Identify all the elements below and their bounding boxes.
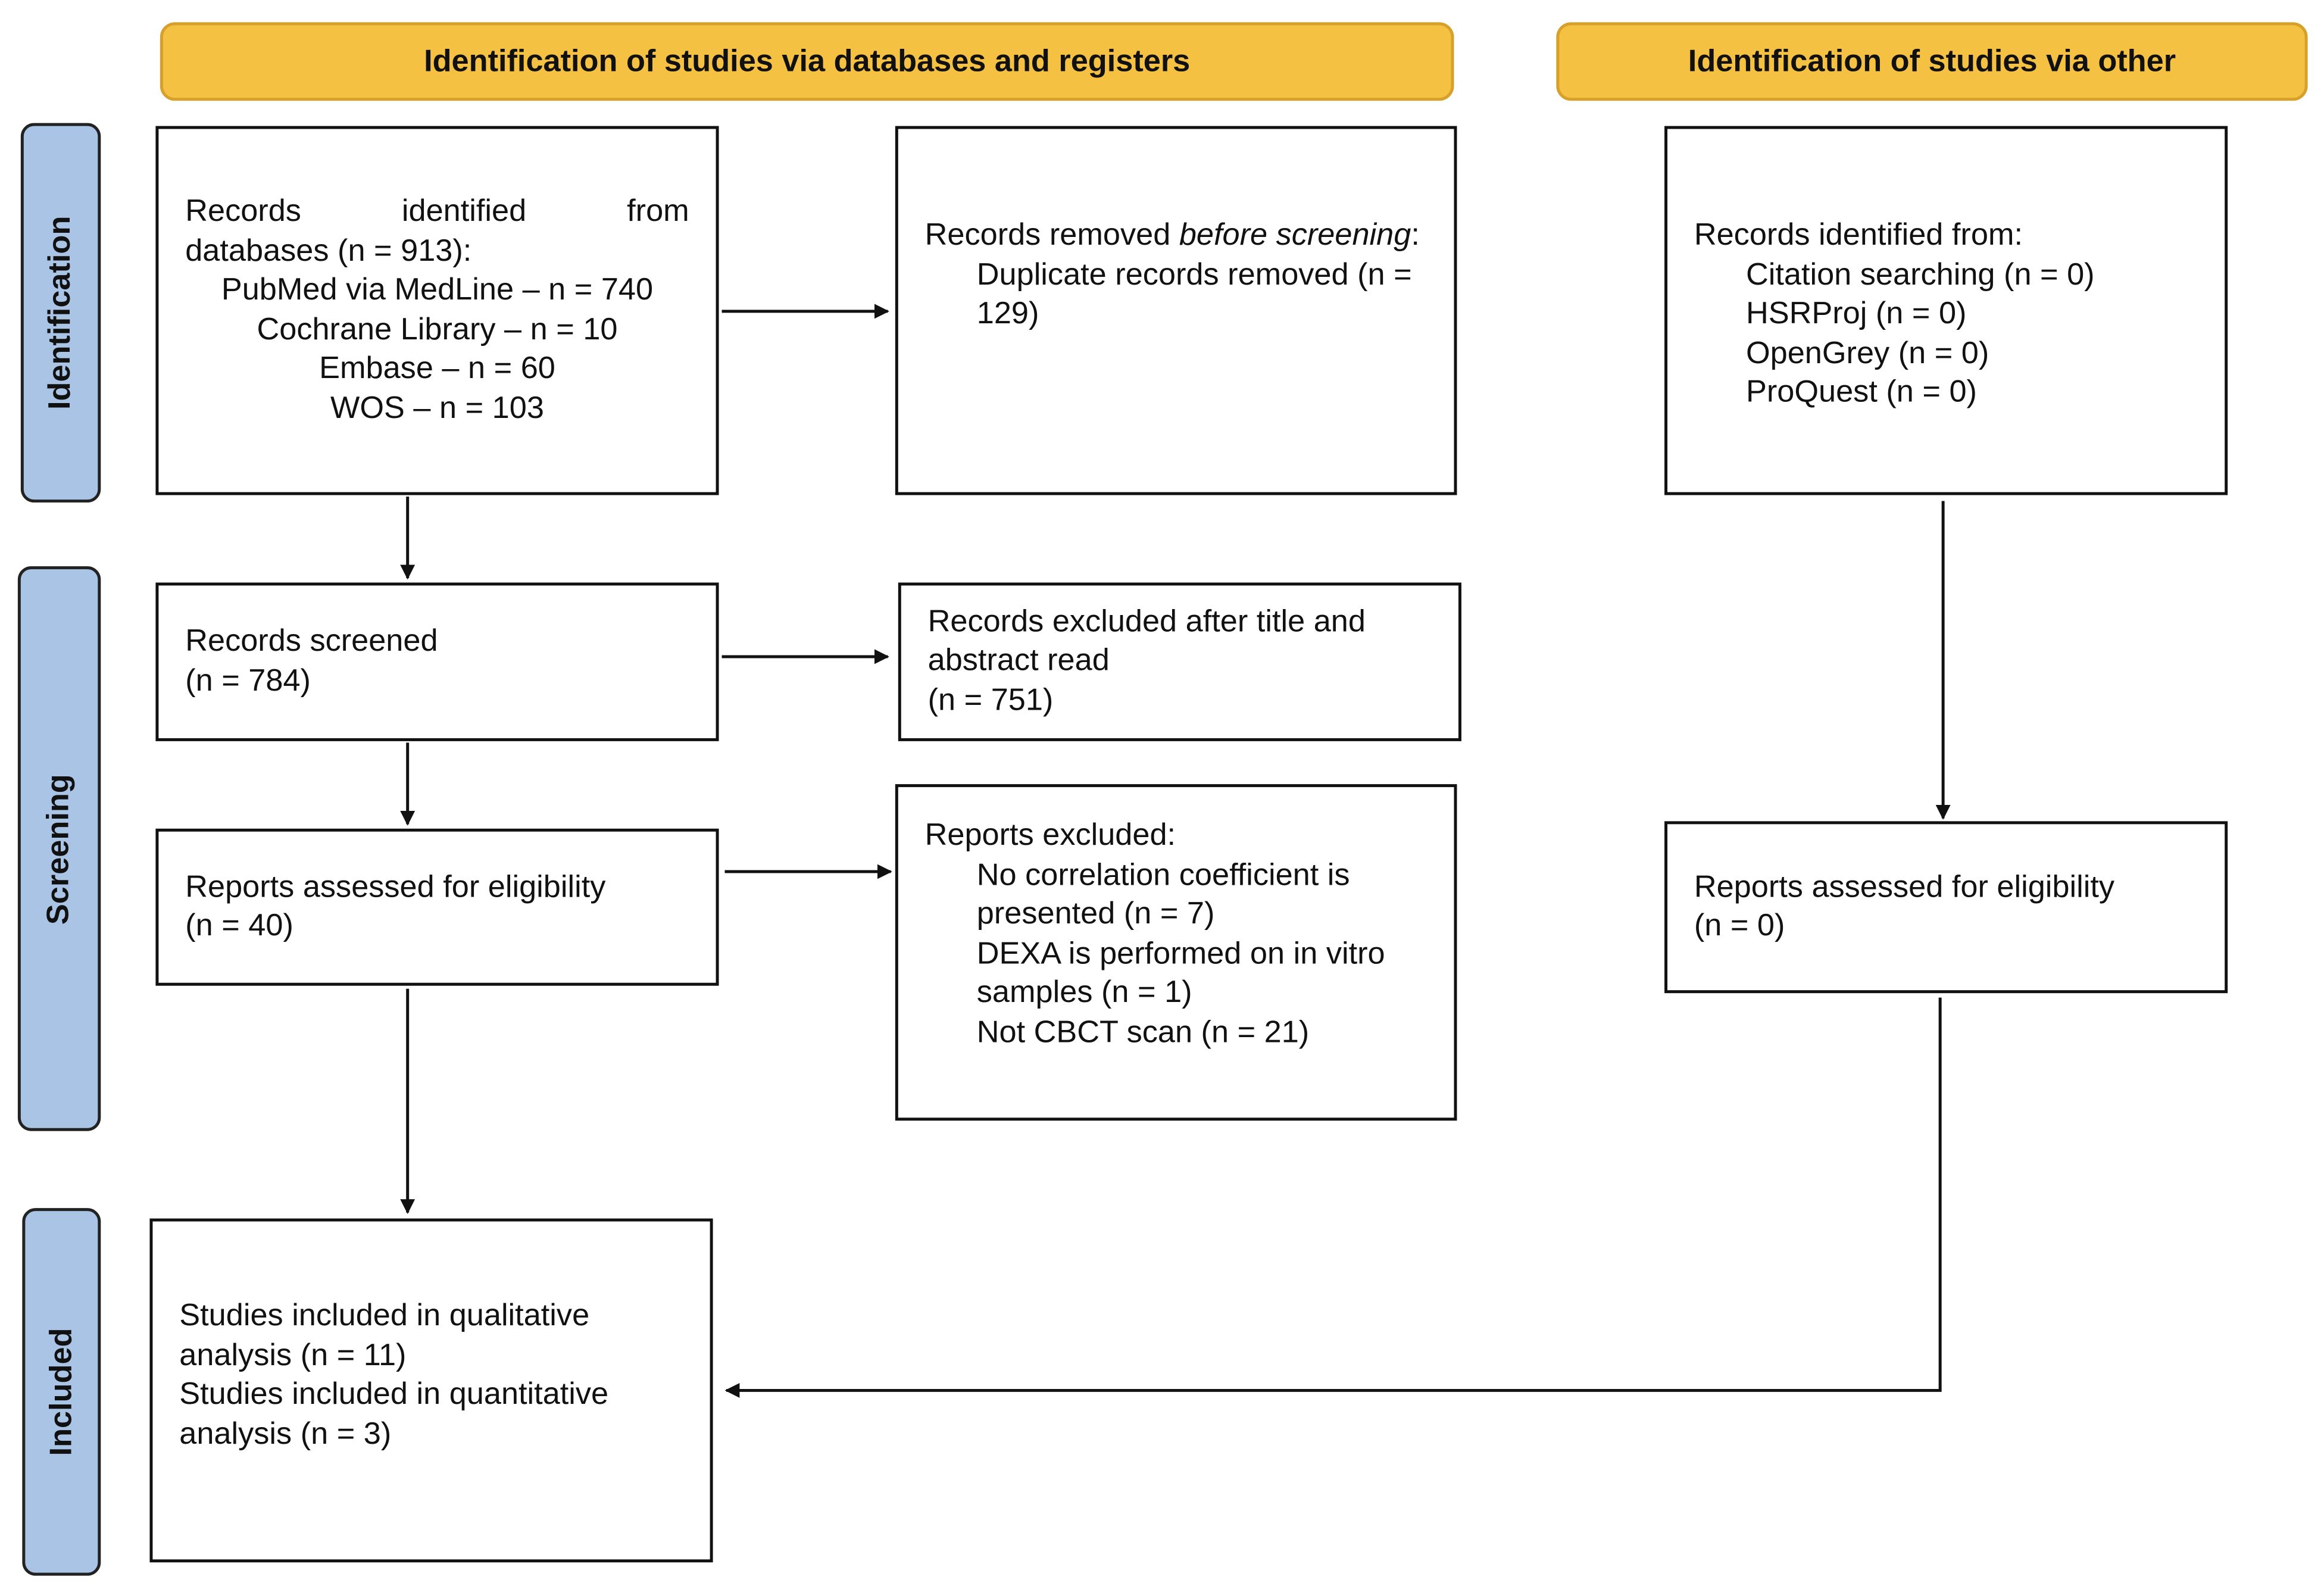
records-removed-box: Records removed before screening: Duplic… (895, 126, 1457, 495)
count: (n = 0) (1694, 909, 1785, 943)
records-identified-other-box: Records identified from: Citation search… (1664, 126, 2228, 495)
text: from (627, 194, 689, 229)
arrow-other-assessed-to-included (724, 997, 1942, 1398)
text: Records excluded after title and abstrac… (927, 604, 1366, 678)
source-item: Cochrane Library – n = 10 (257, 312, 618, 347)
text: Studies included in qualitative analysis… (179, 1298, 590, 1372)
excluded-item: No correlation coefficient is presented … (976, 857, 1350, 931)
count: (n = 751) (927, 683, 1054, 717)
text: Reports excluded: (924, 818, 1176, 853)
text: identified (401, 194, 527, 229)
count: (n = 40) (185, 909, 293, 943)
text: Reports assessed for eligibility (185, 869, 606, 904)
excluded-item: Not CBCT scan (n = 21) (976, 1014, 1310, 1049)
count: (n = 784) (185, 663, 311, 698)
text: databases (n = 913): (185, 233, 472, 268)
text: Reports assessed for eligibility (1694, 869, 2115, 904)
source-item: ProQuest (n = 0) (1745, 374, 1977, 410)
reports-assessed-databases-box: Reports assessed for eligibility (n = 40… (155, 828, 719, 986)
reports-assessed-other-box: Reports assessed for eligibility (n = 0) (1664, 821, 2228, 994)
source-item: Citation searching (n = 0) (1745, 257, 2095, 292)
phase-identification: Identification (20, 123, 101, 503)
source-item: WOS – n = 103 (330, 391, 544, 425)
records-excluded-box: Records excluded after title and abstrac… (898, 582, 1461, 741)
text: Records identified from: (1694, 218, 2023, 252)
reports-excluded-box: Reports excluded: No correlation coeffic… (895, 784, 1457, 1121)
text: Records screened (185, 624, 438, 658)
text: Records (185, 194, 301, 229)
phase-included: Included (22, 1208, 101, 1576)
source-item: HSRProj (n = 0) (1745, 296, 1967, 331)
header-databases: Identification of studies via databases … (160, 22, 1454, 101)
text: before screening (1179, 218, 1411, 252)
header-other-label: Identification of studies via other (1688, 43, 2176, 78)
records-identified-databases-box: Records identified from databases (n = 9… (155, 126, 719, 495)
records-screened-box: Records screened (n = 784) (155, 582, 719, 741)
source-item: PubMed via MedLine – n = 740 (221, 273, 654, 307)
header-databases-label: Identification of studies via databases … (424, 43, 1191, 78)
source-item: Embase – n = 60 (319, 351, 555, 386)
phase-screening: Screening (17, 566, 101, 1131)
excluded-item: DEXA is performed on in vitro samples (n… (976, 936, 1385, 1010)
removed-item: Duplicate records removed (n = 129) (976, 257, 1412, 331)
text: Records removed (924, 218, 1179, 252)
source-item: OpenGrey (n = 0) (1745, 335, 1989, 370)
studies-included-box: Studies included in qualitative analysis… (149, 1218, 713, 1563)
text: : (1411, 218, 1420, 252)
text: Studies included in quantitative analysi… (179, 1377, 609, 1451)
header-other: Identification of studies via other (1556, 22, 2308, 101)
